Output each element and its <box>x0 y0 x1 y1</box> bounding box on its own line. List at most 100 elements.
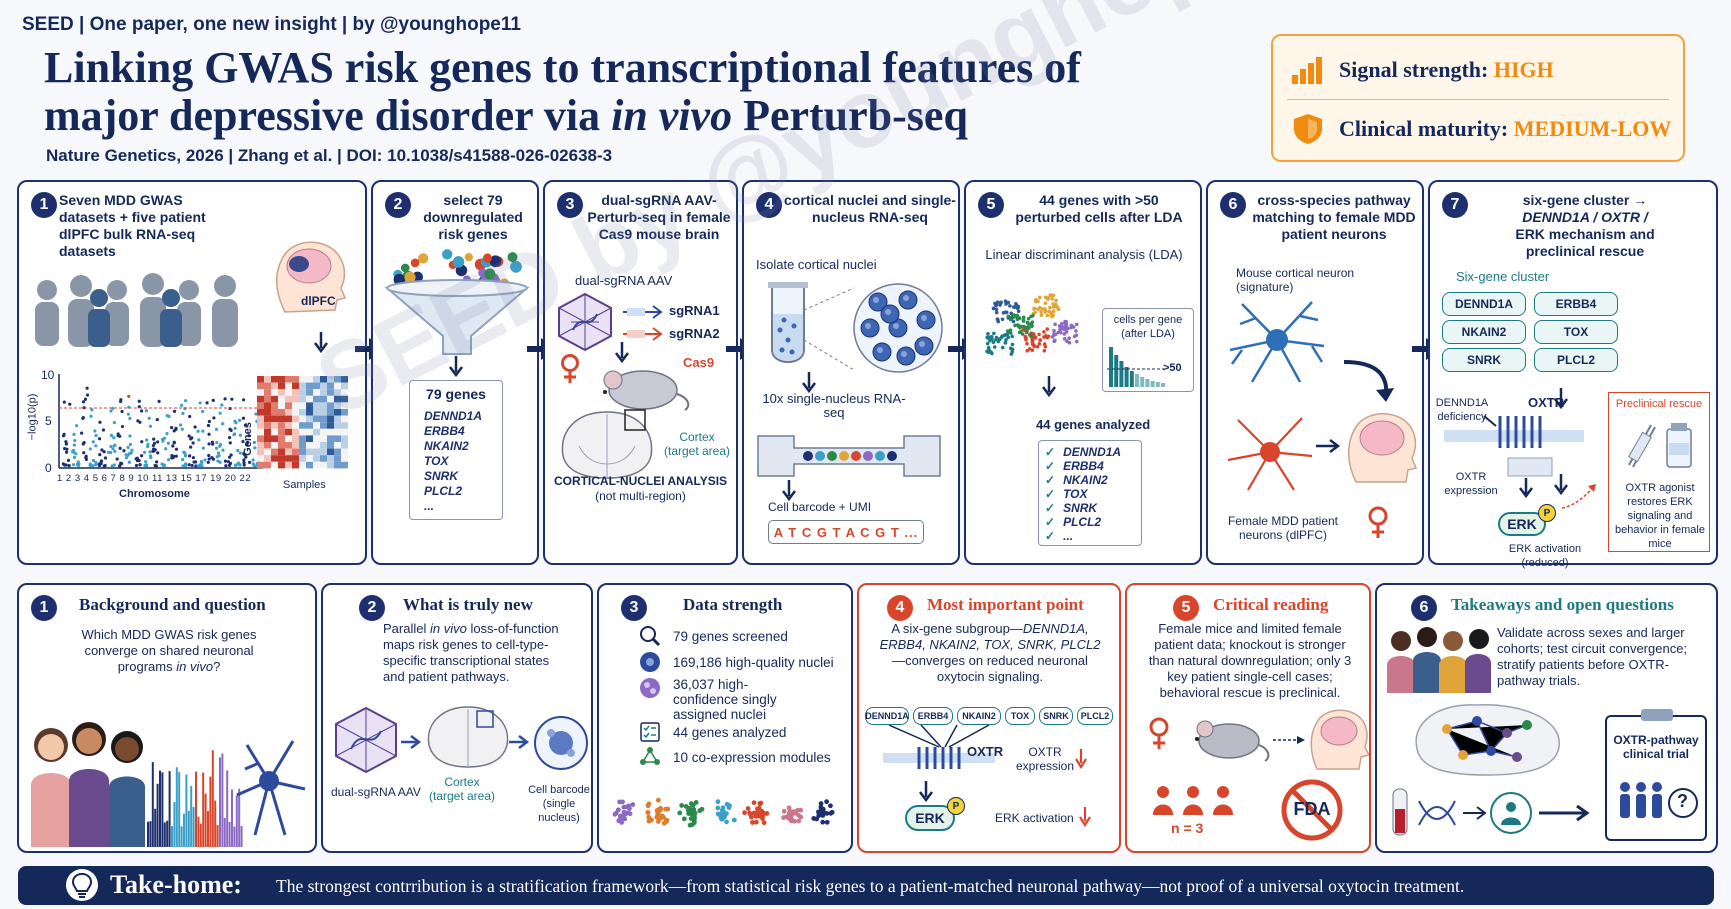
isolate-nuclei-label: Isolate cortical nuclei <box>756 257 877 272</box>
blood-dna-patient-icon <box>1392 788 1590 836</box>
female-neuron-icon <box>1227 417 1313 491</box>
critical-reading-title: Critical reading <box>1213 595 1329 614</box>
sgrna-construct-icon <box>623 305 663 341</box>
check-icon: ✓ <box>1045 445 1056 459</box>
shield-icon <box>1294 114 1322 144</box>
signal-box: Signal strength: HIGH Clinical maturity:… <box>1271 34 1685 162</box>
title-line-2: major depressive disorder via in vivo Pe… <box>44 91 968 140</box>
female-neuron-label: Female MDD patient neurons (dlPFC) <box>1227 514 1339 542</box>
gene-chip: PLCL2 <box>1077 707 1113 725</box>
gene-item: PLCL2 <box>424 484 463 498</box>
bottom-2-number: 2 <box>359 595 385 621</box>
step-6-title: cross-species pathway matching to female… <box>1252 192 1416 242</box>
single-nucleus-icon <box>534 716 588 770</box>
y-tick-0: 0 <box>45 461 52 475</box>
what-is-new-text: Parallel in vivo loss-of-function maps r… <box>383 621 559 684</box>
syringe-vial-icon <box>1627 423 1692 468</box>
analyzed-gene-item: ✓TOX <box>1045 487 1088 501</box>
down-arrow-icon <box>1554 388 1568 410</box>
lda-label: Linear discriminant analysis (LDA) <box>985 247 1183 262</box>
data-row-genes: 79 genes screened <box>639 625 788 647</box>
step-2-number: 2 <box>385 192 411 218</box>
clinical-maturity-row: Clinical maturity: MEDIUM-LOW <box>1291 106 1671 152</box>
right-arrow-icon <box>1316 439 1341 453</box>
gene-chip: SNRK <box>1039 707 1073 725</box>
cortex-label: Cortex(target area) <box>663 430 731 458</box>
mouse-icon <box>603 370 690 411</box>
decrease-arrow-icon <box>1075 749 1087 769</box>
what-is-new-panel: 2 What is truly new Parallel in vivo los… <box>321 583 593 853</box>
check-icon: ✓ <box>1045 487 1056 501</box>
gene-item: DENND1A <box>424 409 483 423</box>
decrease-arrow-icon <box>1079 807 1091 827</box>
manhattan-plot <box>58 374 263 469</box>
cells-per-gene-chart: cells per gene (after LDA) >50 <box>1102 308 1194 392</box>
gene-chip: SNRK <box>1442 348 1526 372</box>
title-line-1: Linking GWAS risk genes to transcription… <box>44 43 1081 92</box>
aav-label: dual-sgRNA AAV <box>575 273 673 288</box>
analyzed-gene-item: ✓PLCL2 <box>1045 515 1102 529</box>
genes-analyzed-label: 44 genes analyzed <box>1036 417 1151 432</box>
10x-snrnaseq-label: 10x single-nucleus RNA-seq <box>762 391 906 420</box>
oxtr-erk-pathway-diagram <box>1444 415 1584 499</box>
mouse-neuron-label: Mouse cortical neuron (signature) <box>1236 266 1355 294</box>
female-symbol-icon <box>561 354 579 383</box>
gene-chip: NKAIN2 <box>1442 320 1526 344</box>
oxtr-label: OXTR <box>967 744 1004 759</box>
preclinical-rescue-text: OXTR agonist restores ERK signaling and … <box>1615 482 1705 550</box>
analyzed-gene-item: ✓NKAIN2 <box>1045 473 1108 487</box>
most-important-text: A six-gene subgroup—DENND1A, ERBB4, NKAI… <box>879 621 1101 684</box>
right-arrow-icon <box>401 735 422 749</box>
data-row-analyzed: 44 genes analyzed <box>639 721 786 743</box>
down-arrow-icon <box>615 342 629 364</box>
data-row-nuclei: 169,186 high-quality nuclei <box>639 651 834 673</box>
analyzed-gene-item: ✓DENND1A <box>1045 445 1122 459</box>
sgrna2-label: sgRNA2 <box>669 326 720 341</box>
step-3-number: 3 <box>557 192 583 218</box>
oxtr-expression-label: OXTR expression <box>1444 471 1498 497</box>
gene-list-title: 79 genes <box>426 386 486 402</box>
aav-capsid-icon <box>558 292 612 352</box>
no-fda-icon: FDA <box>1281 779 1343 841</box>
gene-chip: ERBB4 <box>1534 292 1618 316</box>
gene-list: DENND1A ERBB4 NKAIN2 TOX SNRK PLCL2 ... <box>424 409 482 514</box>
citation: Nature Genetics, 2026 | Zhang et al. | D… <box>46 146 613 165</box>
bar-chart-icon <box>1292 57 1322 84</box>
heatmap <box>257 376 348 469</box>
phospho-badge: P <box>1538 504 1556 522</box>
bottom-5-number: 5 <box>1173 595 1199 621</box>
step-5-number: 5 <box>978 192 1004 218</box>
step-4-number: 4 <box>756 192 782 218</box>
gene-chip: DENND1A <box>865 707 909 725</box>
background-panel: 1 Background and question Which MDD GWAS… <box>17 583 317 853</box>
step-2-title: select 79 downregulated risk genes <box>423 192 523 242</box>
erk-activation-label: ERK activation (reduced) <box>1508 543 1582 569</box>
step-7-number: 7 <box>1442 192 1468 218</box>
step-1-title: Seven MDD GWAS datasets + five patient d… <box>59 192 206 259</box>
step-1-number: 1 <box>31 192 57 218</box>
cells-per-gene-label: cells per gene (after LDA) <box>1113 314 1183 340</box>
page-title: Linking GWAS risk genes to transcription… <box>44 44 1224 140</box>
step-5-panel: 5 44 genes with >50 perturbed cells afte… <box>964 180 1202 565</box>
three-patients-icon <box>1153 786 1233 815</box>
critical-reading-text: Female mice and limited female patient d… <box>1148 621 1352 700</box>
takeaways-panel: 6 Takeaways and open questions Validate … <box>1375 583 1718 853</box>
bottom-4-number: 4 <box>887 595 913 621</box>
lightbulb-icon <box>66 869 98 901</box>
chromosome-ticks: 1 2 3 4 5 6 7 8 9 10 11 13 15 17 19 20 2… <box>57 473 252 484</box>
female-symbol-icon <box>1368 506 1388 538</box>
dennd1a-deficiency-label: DENND1A deficiency <box>1435 397 1489 423</box>
check-icon: ✓ <box>1045 501 1056 515</box>
step-5-title: 44 genes with >50 perturbed cells after … <box>1015 192 1183 225</box>
human-head-brain-icon <box>1348 413 1418 483</box>
step-2-panel: 2 select 79 downregulated risk genes 79 … <box>371 180 539 565</box>
gene-item: ERBB4 <box>424 424 465 438</box>
samples-axis-label: Samples <box>283 479 326 491</box>
y-tick-10: 10 <box>41 368 55 382</box>
oxtr-expression-label: OXTR expression <box>1015 745 1075 773</box>
lda-cluster-plot <box>985 293 1079 356</box>
people-crowd-icon <box>35 273 238 347</box>
down-arrow-icon <box>1554 474 1568 496</box>
y-tick-5: 5 <box>45 414 52 428</box>
curved-arrow-icon <box>1343 360 1394 402</box>
